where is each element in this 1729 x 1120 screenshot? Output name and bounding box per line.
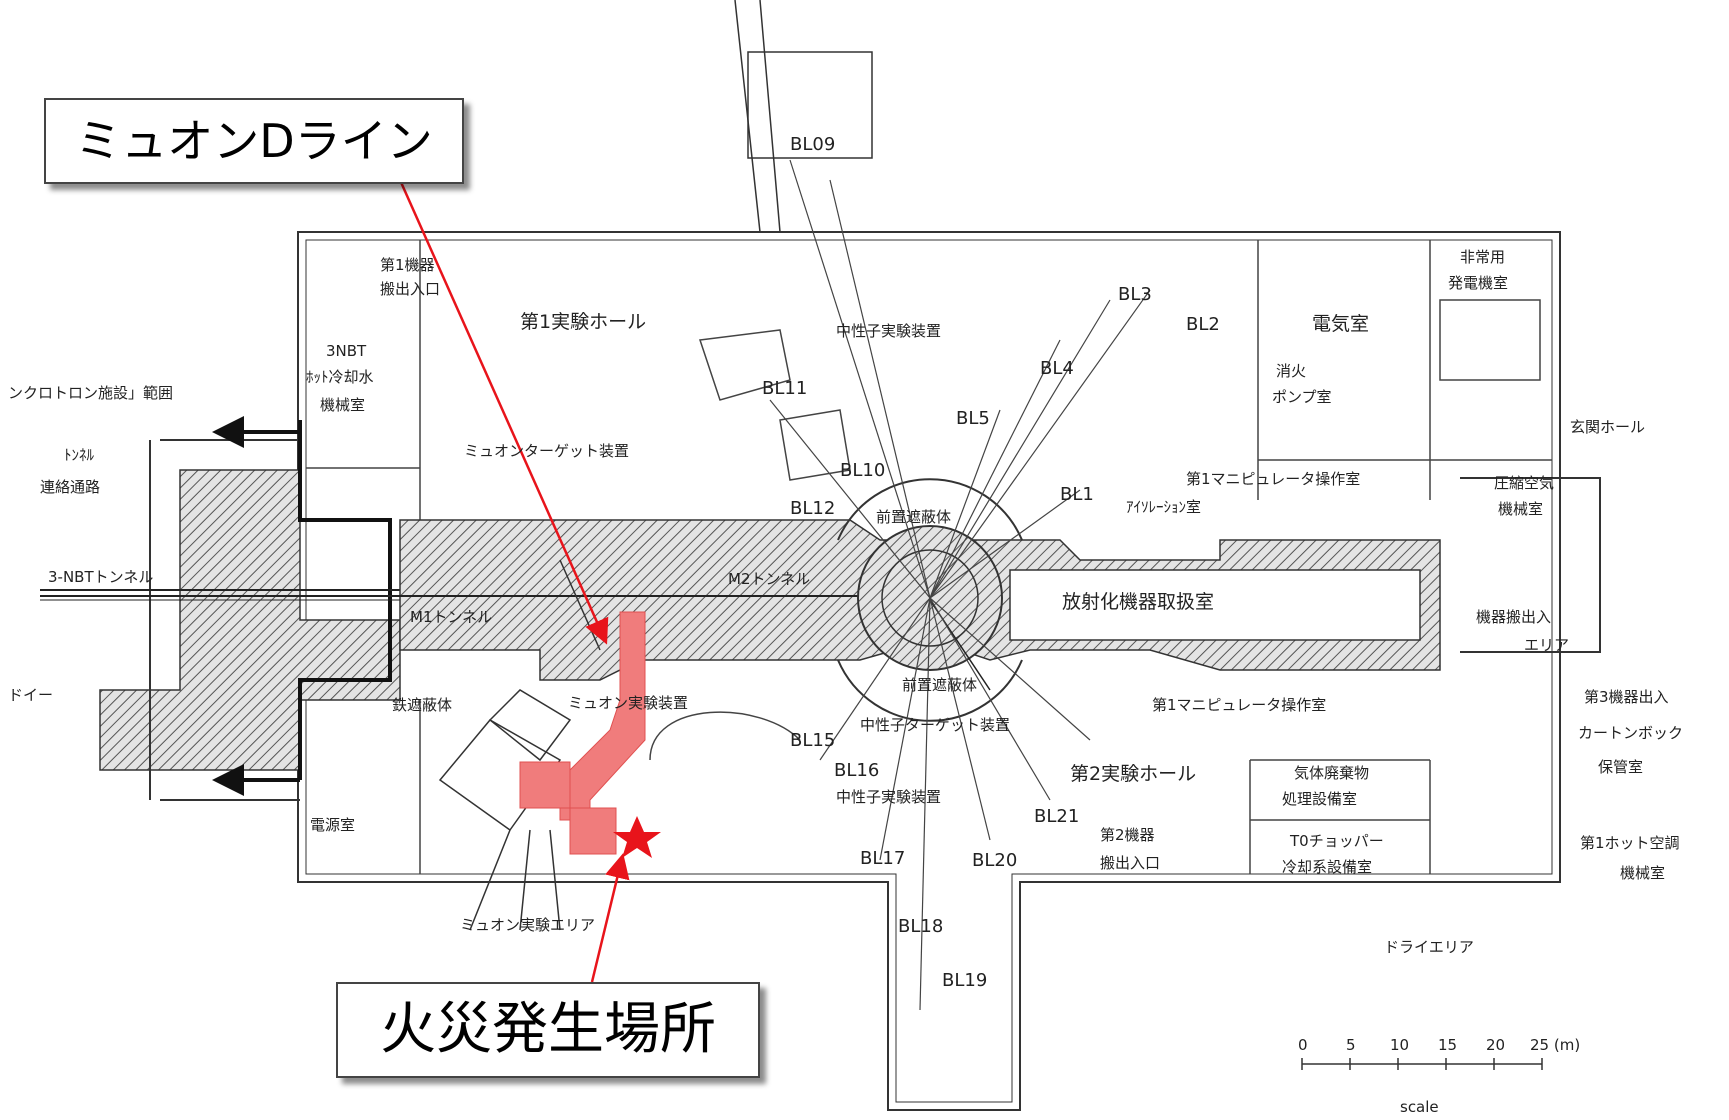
room-emergency-b: 発電機室 xyxy=(1448,274,1508,292)
room-isolation: ｱｲｿﾚｰｼｮﾝ室 xyxy=(1126,498,1201,516)
fire-star-icon xyxy=(613,816,661,858)
room-equip-entry-1-a: 第1機器 xyxy=(380,256,435,274)
room-electrical: 電気室 xyxy=(1312,313,1369,335)
scale-tick: 5 xyxy=(1346,1036,1356,1054)
beamline-spokes xyxy=(769,159,1151,1011)
scale-tick: 10 xyxy=(1390,1036,1409,1054)
interior-walls xyxy=(306,240,1552,874)
room-manip-1b: 第1マニピュレータ操作室 xyxy=(1152,696,1326,714)
room-nbt-b: ﾎｯﾄ冷却水 xyxy=(306,368,374,386)
room-compressed-air-b: 機械室 xyxy=(1498,500,1543,518)
beamline-bl12: BL12 xyxy=(790,498,835,519)
scale-ticks: 0 5 10 15 20 25 (m) scale xyxy=(1298,1036,1580,1116)
beamline-bl18: BL18 xyxy=(898,916,943,937)
room-nbt-c: 機械室 xyxy=(320,396,365,414)
room-hot-air-a: 第1ホット空調 xyxy=(1580,834,1680,852)
room-equip-in-out-b: エリア xyxy=(1524,636,1569,654)
beamline-bl15: BL15 xyxy=(790,730,835,751)
room-third-equip-a: 第3機器出入 xyxy=(1584,688,1669,706)
room-entrance-hall: 玄関ホール xyxy=(1570,418,1645,436)
room-muon-exp-area: ミュオン実験エリア xyxy=(460,916,595,934)
room-m1-tunnel: M1トンネル xyxy=(410,608,492,626)
nbt-tunnel-structure xyxy=(40,416,401,801)
room-equip-entry-2-b: 搬出入口 xyxy=(1100,854,1160,872)
room-dry-area: ドライエリア xyxy=(1384,938,1474,956)
room-equip-entry-1-b: 搬出入口 xyxy=(380,280,440,298)
room-dry-left: ドイー xyxy=(8,686,53,704)
room-t0-b: 冷却系設備室 xyxy=(1282,858,1372,876)
muon-d-line-highlight xyxy=(519,611,646,855)
muon-experiment-area xyxy=(438,559,601,931)
room-electric-left: 電源室 xyxy=(310,816,355,834)
beamline-bl19: BL19 xyxy=(942,970,987,991)
fire-location-callout: 火災発生場所 xyxy=(336,982,760,1078)
beamline-bl09: BL09 xyxy=(790,134,835,155)
scale-tick: 25 (m) xyxy=(1530,1036,1580,1054)
fire-arrow xyxy=(590,853,630,983)
room-hot-air-b: 機械室 xyxy=(1620,864,1665,882)
room-tunnel-link-a: ﾄﾝﾈﾙ xyxy=(64,446,95,464)
room-front-shield-top: 前置遮蔽体 xyxy=(876,508,951,526)
room-neutron-target: 中性子ターゲット装置 xyxy=(860,716,1010,734)
room-tunnel-link-b: 連絡通路 xyxy=(40,478,100,496)
room-gas-waste-b: 処理設備室 xyxy=(1282,790,1357,808)
beamline-bl3: BL3 xyxy=(1118,284,1152,305)
scale-tick: 0 xyxy=(1298,1036,1308,1054)
beamline-labels: BL09 BL3 BL2 BL4 BL5 BL11 BL10 BL12 BL1 … xyxy=(762,134,1220,991)
room-third-equip-c: 保管室 xyxy=(1598,758,1643,776)
room-third-equip-b: カートンボック xyxy=(1578,724,1683,742)
room-muon-exp-device: ミュオン実験装置 xyxy=(568,694,688,712)
room-fire-pump-a: 消火 xyxy=(1276,362,1306,380)
scale-tick: 15 xyxy=(1438,1036,1457,1054)
beamline-bl4: BL4 xyxy=(1040,358,1074,379)
beamline-bl5: BL5 xyxy=(956,408,990,429)
room-first-hall: 第1実験ホール xyxy=(520,311,646,333)
room-labels: 第1実験ホール 第2実験ホール 第1機器 搬出入口 第2機器 搬出入口 3NBT… xyxy=(8,248,1683,956)
beamline-bl17: BL17 xyxy=(860,848,905,869)
room-radiation-handling: 放射化機器取扱室 xyxy=(1062,591,1214,613)
room-nbt-a: 3NBT xyxy=(326,342,367,360)
room-fire-pump-b: ポンプ室 xyxy=(1272,388,1332,406)
room-muon-target: ミュオンターゲット装置 xyxy=(464,442,629,460)
room-equip-in-out-a: 機器搬出入 xyxy=(1476,608,1551,626)
room-front-shield-bottom: 前置遮蔽体 xyxy=(902,676,977,694)
building-outline xyxy=(297,0,1601,1111)
scale-label: scale xyxy=(1400,1098,1439,1116)
room-neutron-exp-top: 中性子実験装置 xyxy=(836,322,941,340)
scale-tick: 20 xyxy=(1486,1036,1505,1054)
room-manip-1a: 第1マニピュレータ操作室 xyxy=(1186,470,1360,488)
dline-arrow xyxy=(398,179,609,645)
room-iron-shield: 鉄遮蔽体 xyxy=(392,696,452,714)
room-synchrotron: ンクロトロン施設」範囲 xyxy=(8,384,173,402)
room-neutron-exp-bottom: 中性子実験装置 xyxy=(836,788,941,806)
beamline-bl10: BL10 xyxy=(840,460,885,481)
room-equip-entry-2-a: 第2機器 xyxy=(1100,826,1155,844)
beamline-bl20: BL20 xyxy=(972,850,1017,871)
room-nbt-tunnel: 3-NBTトンネル xyxy=(48,568,153,586)
room-second-hall: 第2実験ホール xyxy=(1070,763,1196,785)
room-compressed-air-a: 圧縮空気 xyxy=(1494,474,1554,492)
room-emergency-a: 非常用 xyxy=(1460,248,1505,266)
room-t0-a: T0チョッパー xyxy=(1289,832,1384,850)
beamline-bl16: BL16 xyxy=(834,760,879,781)
room-gas-waste-a: 気体廃棄物 xyxy=(1294,764,1369,782)
beamline-bl1: BL1 xyxy=(1060,484,1094,505)
room-m2-tunnel: M2トンネル xyxy=(728,570,810,588)
beamline-bl2: BL2 xyxy=(1186,314,1220,335)
beamline-bl11: BL11 xyxy=(762,378,807,399)
muon-d-line-callout: ミュオンDライン xyxy=(44,98,464,184)
beamline-bl21: BL21 xyxy=(1034,806,1079,827)
scale-bar xyxy=(1301,1058,1543,1070)
